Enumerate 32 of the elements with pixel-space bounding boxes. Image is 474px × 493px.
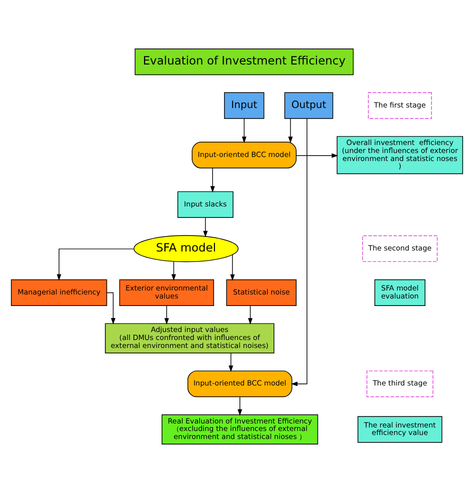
node-box: Adjusted input values (all DMUs confronted with influences of external environment and statistical noises) [104, 323, 274, 354]
arrow [248, 305, 253, 325]
node-box: Input-oriented BCC model [192, 142, 297, 168]
node-box: Input slacks [177, 191, 234, 218]
arrow [238, 396, 242, 416]
node-box: The first stage [368, 92, 432, 119]
arrow [106, 292, 116, 324]
node-box: Input-oriented BCC model [187, 370, 292, 398]
node-ellipse: SFA model [134, 235, 239, 262]
node-box: The third stage [366, 370, 434, 398]
node-box: Statistical noise [226, 279, 297, 306]
arrow [210, 168, 215, 193]
node-box: Overall investment efficiency (under the influences of exterior environment and statistic noses ) [336, 136, 464, 174]
node-box: Real Evaluation of Investment Efficiency （excluding the influences of external environment and statistical nioses ） [162, 414, 318, 444]
arrow [56, 248, 134, 281]
arrow [230, 254, 235, 281]
node-box: Evaluation of Investment Efficiency [134, 48, 354, 76]
arrow [228, 352, 234, 372]
arrow [171, 261, 176, 281]
node-box: The real investment efficiency value [358, 416, 442, 443]
arrow [296, 153, 338, 158]
node-box: Managerial inefficiency [10, 279, 108, 306]
node-box: Output [284, 92, 334, 119]
node-box: Exterior environmental values [119, 279, 214, 306]
arrow [164, 305, 169, 325]
arrow [203, 217, 208, 238]
node-box: The second stage [362, 235, 438, 262]
arrow [242, 118, 246, 144]
arrow [290, 118, 308, 386]
node-box: Input [224, 92, 264, 119]
node-box: SFA model evaluation [374, 279, 426, 306]
arrow [288, 118, 293, 144]
